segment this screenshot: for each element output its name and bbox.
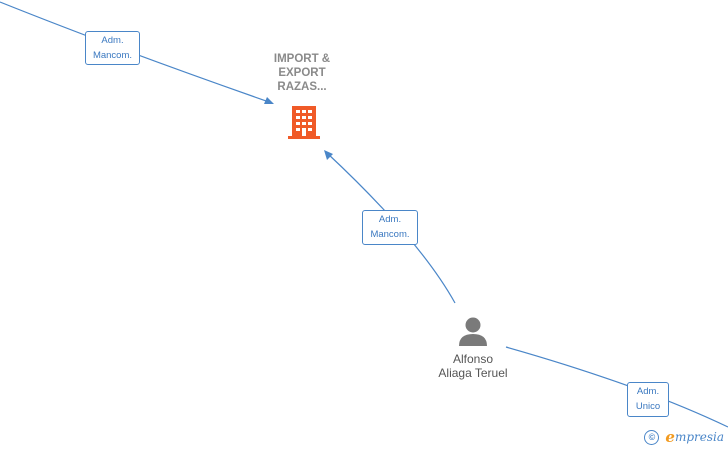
relation-role: Adm. (636, 386, 660, 397)
building-icon[interactable] (287, 104, 321, 140)
person-name[interactable]: Alfonso Aliaga Teruel (413, 352, 533, 380)
company-name-line: EXPORT (278, 67, 326, 79)
empresia-watermark: © e mpresia (644, 428, 724, 446)
person-icon[interactable] (457, 316, 489, 346)
relation-label-top-left[interactable]: Adm. Mancom. (85, 31, 140, 65)
relation-role: Adm. (378, 214, 402, 225)
copyright-icon: © (644, 429, 660, 445)
person-name-line: Aliaga Teruel (438, 366, 508, 380)
company-name-line: IMPORT & (273, 53, 331, 65)
relation-label-bottom-right[interactable]: Adm. Unico (627, 382, 669, 417)
relation-label-person-company[interactable]: Adm. Mancom. (362, 210, 418, 245)
brand-initial: e (665, 428, 675, 446)
relation-role: Adm. (101, 35, 124, 46)
relation-type: Mancom. (92, 50, 133, 61)
relation-type: Unico (635, 401, 661, 412)
relation-type: Mancom. (370, 229, 410, 240)
company-name-line: RAZAS... (277, 81, 327, 93)
edge-person-to-bottom-right (505, 346, 728, 428)
arrow-into-company-left (264, 97, 274, 104)
brand-name: mpresia (674, 430, 724, 444)
arrow-into-company-bottom (324, 150, 333, 160)
person-name-line: Alfonso (452, 352, 494, 366)
company-name[interactable]: IMPORT & EXPORT RAZAS... (252, 52, 352, 94)
